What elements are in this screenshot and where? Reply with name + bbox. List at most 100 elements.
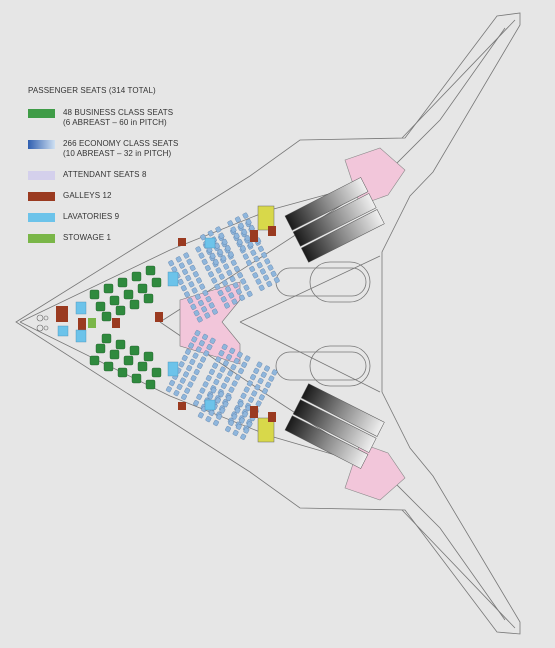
seat [235,423,242,430]
seat [199,387,206,394]
economy-label-line1: 266 ECONOMY CLASS SEATS [63,139,179,148]
seat [222,279,228,286]
seat [260,371,267,378]
seat [222,401,229,408]
seat [241,361,248,368]
seat [179,377,186,384]
seat [224,376,231,383]
seat [201,258,208,265]
seat [173,390,180,397]
seat [204,265,211,272]
seat [241,228,248,236]
seat [251,390,258,397]
lavatory [75,301,87,315]
seat [219,407,226,414]
seat [193,368,200,376]
lavatory [167,271,179,287]
seat [242,253,249,260]
seat [198,340,205,347]
seat [213,378,220,386]
seat [268,375,275,382]
seat [258,284,265,291]
business-seat [137,361,148,372]
seat [184,348,191,355]
seat [228,292,235,299]
inner-notch [239,255,381,393]
seat [193,400,199,407]
seat [208,271,214,278]
seat [258,394,265,401]
seat [240,392,247,399]
legend-title: PASSENGER SEATS (314 TOTAL) [28,86,156,95]
seat [168,260,175,267]
seat [194,293,201,300]
seat [255,400,262,407]
seat [207,230,214,237]
seat [240,278,247,285]
seat [261,252,268,259]
seat [200,234,207,241]
seat [182,268,189,275]
seat [253,367,260,374]
seat [243,427,250,434]
business-seat [89,289,100,300]
legend-item-business: 48 BUSINESS CLASS SEATS (6 ABREAST – 60 … [28,108,268,128]
seat [243,284,250,291]
legend-item-lavatories: LAVATORIES 9 [28,212,268,222]
seat [236,239,243,246]
upper-wing-line [401,19,516,139]
galley [250,230,258,242]
seat [225,394,232,402]
seat [196,316,203,323]
seat [271,369,278,376]
seat [247,241,254,248]
seat [186,365,193,372]
seat [226,269,233,276]
seat [189,358,196,365]
legend-item-economy: 266 ECONOMY CLASS SEATS (10 ABREAST – 32… [28,139,268,159]
seat [259,268,266,275]
seat [202,333,208,341]
seat [217,289,224,297]
seat [218,273,225,280]
economy-label-line2: (10 ABREAST – 32 in PITCH) [63,149,172,158]
seat [267,264,274,271]
seat [227,370,234,377]
lavatories-swatch [28,213,55,222]
seat [208,409,215,416]
seat [221,343,228,351]
seat [239,417,245,424]
stowage-green [88,318,96,328]
upper-inner-line [159,27,506,323]
seat [190,375,197,382]
seat [183,371,189,378]
seat [202,289,209,296]
cockpit [36,314,49,332]
seat [232,282,239,289]
seat [253,255,260,263]
seat [171,266,178,273]
seat [230,364,237,371]
galleys-label: GALLEYS 12 [63,191,112,200]
seat [223,263,230,270]
seat [220,382,227,389]
seat [199,283,206,290]
seat [191,287,198,294]
seat [228,251,234,258]
seat [264,258,271,265]
upper-stowage [257,205,275,231]
galley [178,402,186,410]
galley [78,318,86,330]
seat [244,235,251,242]
business-seat [115,339,126,350]
seat [207,393,214,400]
galley [268,226,276,236]
business-seat [123,289,134,300]
seat [240,245,246,252]
stowage-label: STOWAGE 1 [63,233,112,242]
seat [180,285,187,292]
lavatory [57,325,69,337]
seat [242,212,249,219]
seat [210,387,217,394]
